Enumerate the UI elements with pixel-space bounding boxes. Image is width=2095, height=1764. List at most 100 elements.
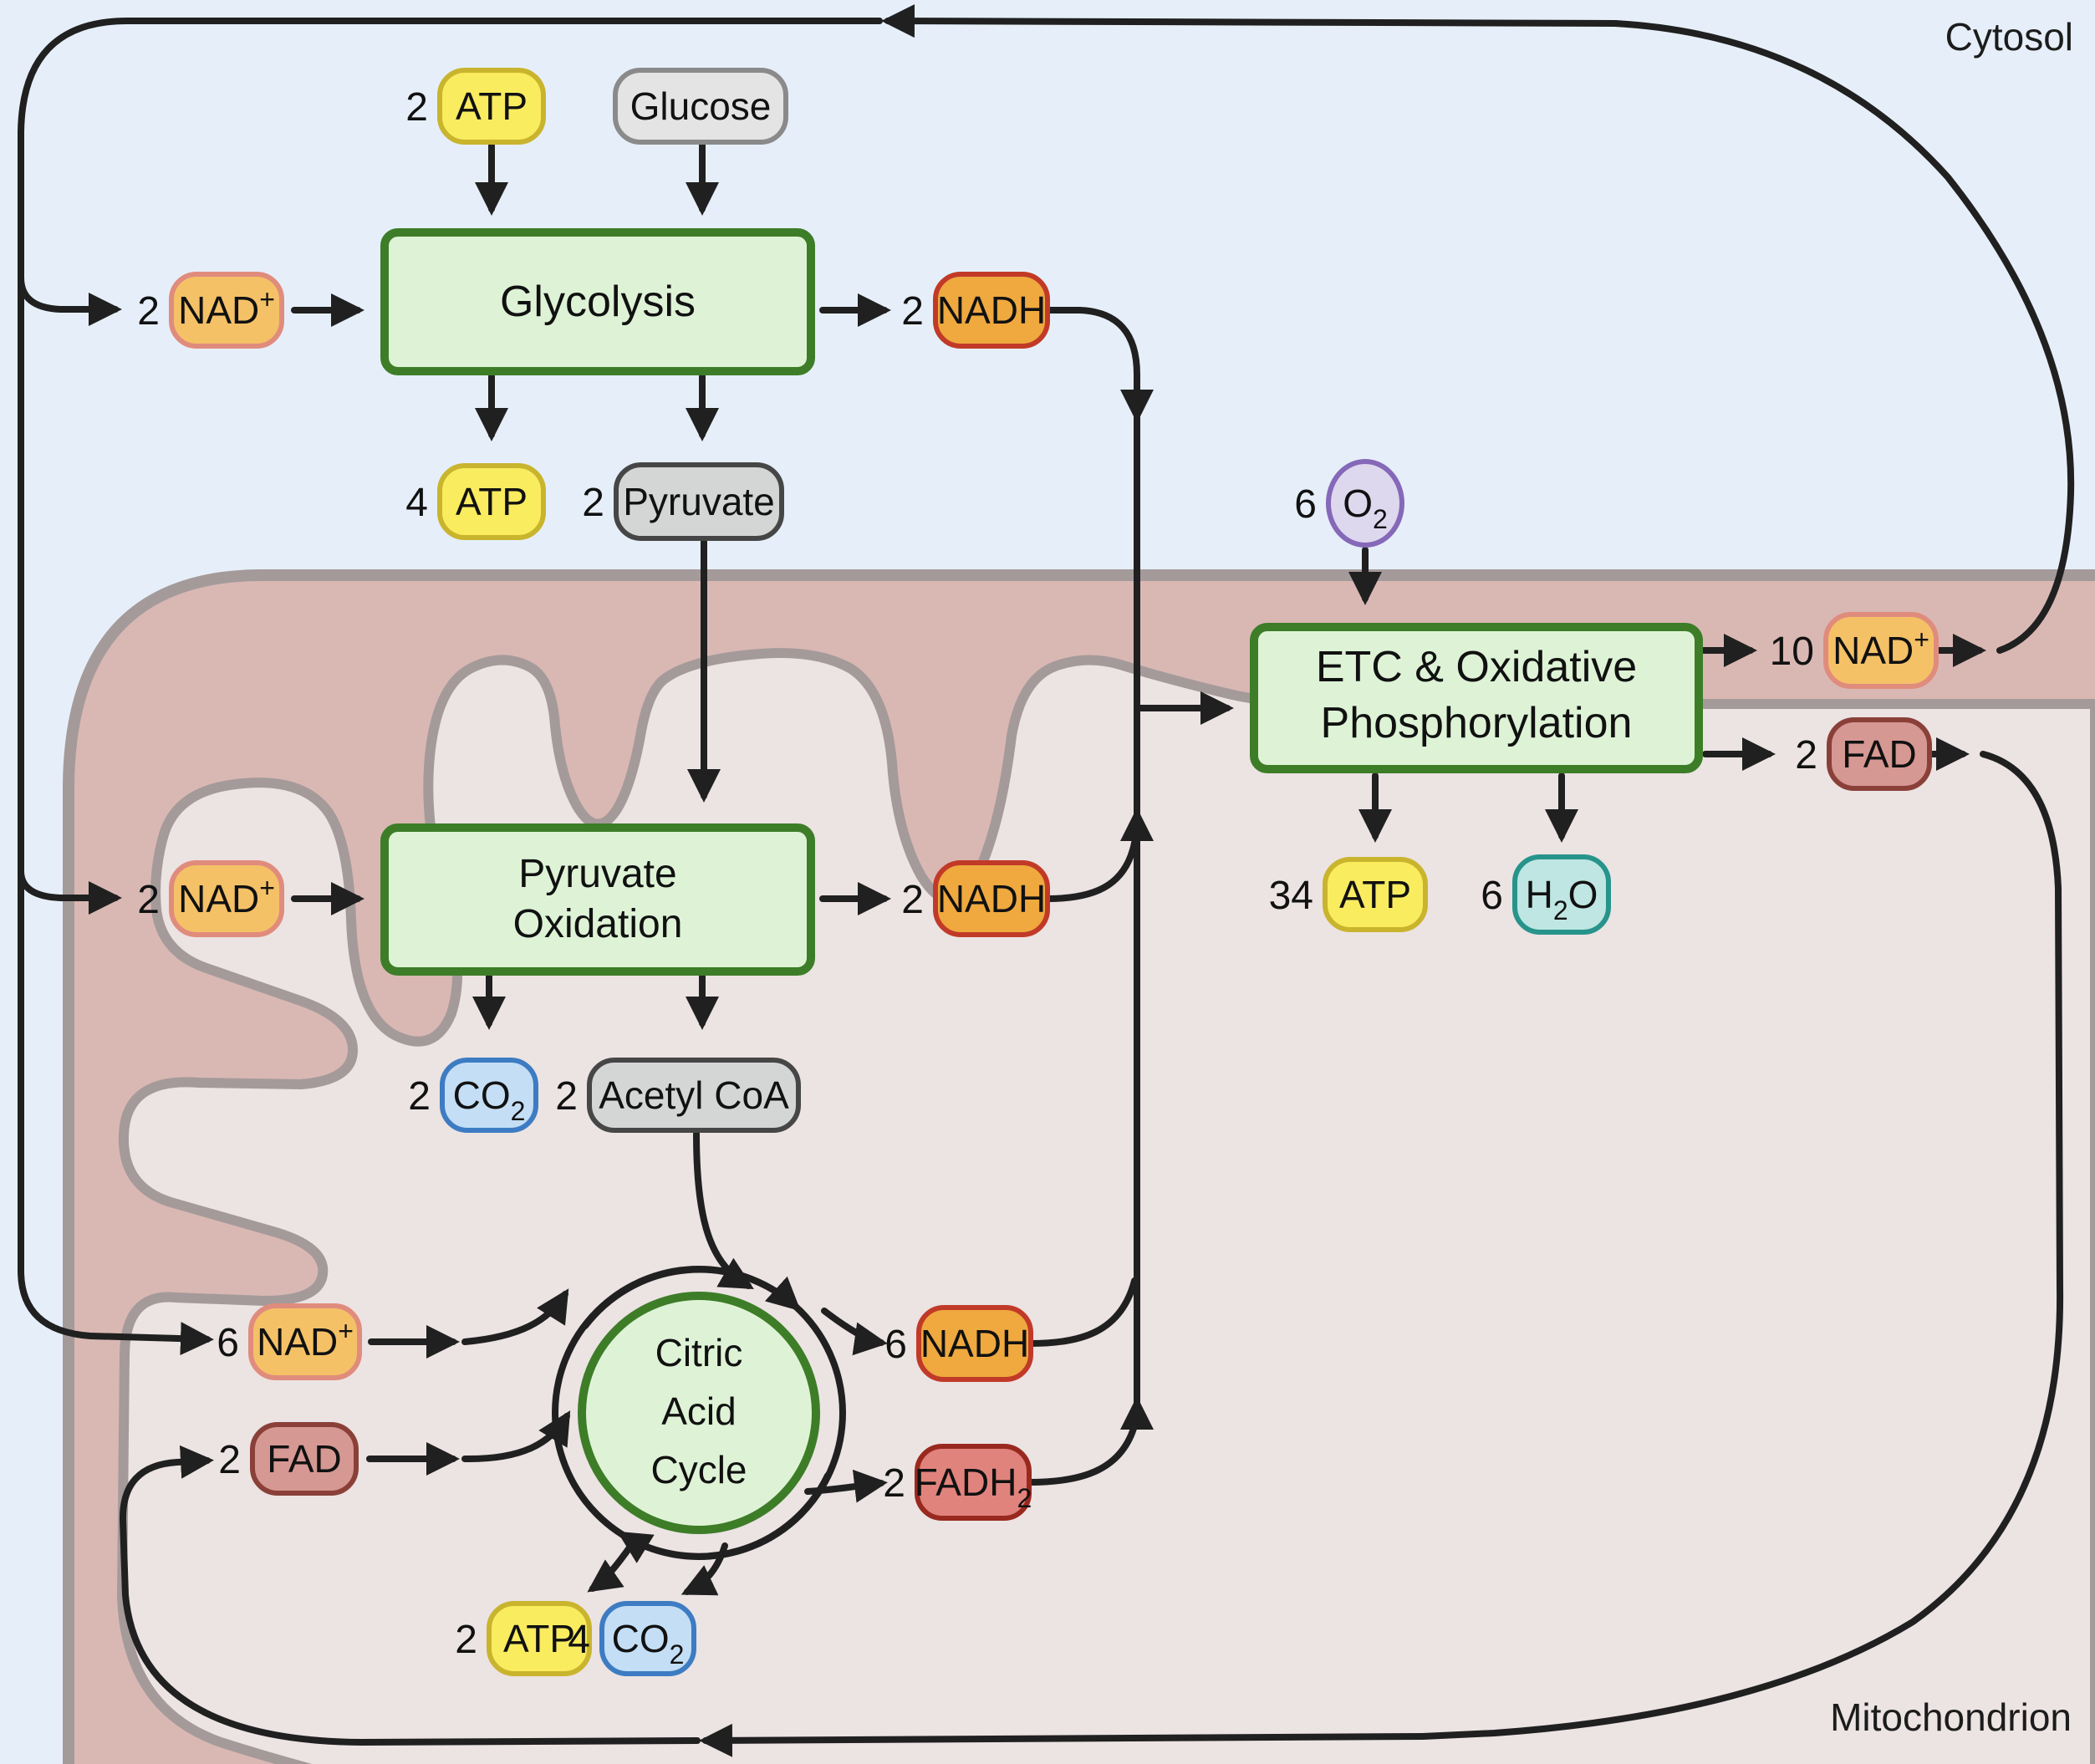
process-glycolysis: Glycolysis <box>380 228 815 375</box>
arrow-fad-to-cycle-merge <box>461 1410 571 1463</box>
molecule-nad-in-glycolysis: 2 NAD+ <box>137 272 284 349</box>
molecule-label: ATP <box>456 480 528 523</box>
citric-cycle-ring-arrow-top <box>582 1266 801 1329</box>
process-box <box>380 228 815 375</box>
molecule-count: 2 <box>901 289 924 334</box>
fad-return-loop-bottom-arrow <box>699 1723 1426 1757</box>
molecule-count: 6 <box>884 1323 907 1367</box>
molecule-label: Glucose <box>630 84 772 128</box>
molecule-count: 6 <box>1481 874 1503 918</box>
molecule-count: 2 <box>218 1438 241 1482</box>
molecule-count: 2 <box>555 1074 578 1119</box>
molecule-pill <box>169 860 284 937</box>
citric-cycle-ring-arrow-bottom <box>617 1472 831 1563</box>
molecule-pill <box>1326 459 1404 548</box>
molecule-glucose: Glucose <box>613 68 788 145</box>
molecule-pill <box>437 68 546 145</box>
process-title-line: Phosphorylation <box>1321 699 1633 747</box>
molecule-pill <box>437 463 546 540</box>
molecule-label: FADH2 <box>915 1461 1032 1513</box>
molecule-count: 2 <box>455 1618 477 1662</box>
molecule-pill <box>614 462 784 541</box>
molecule-acetyl-coa: 2 Acetyl CoA <box>555 1058 801 1133</box>
molecule-label: NAD+ <box>1832 625 1929 672</box>
molecule-pill <box>587 1058 801 1133</box>
molecule-label: NADH <box>937 877 1046 920</box>
molecule-nad-in-citric: 6 NAD+ <box>217 1303 362 1380</box>
molecule-label: NAD+ <box>257 1316 354 1364</box>
molecule-pill <box>916 1305 1033 1382</box>
molecule-count: 2 <box>901 878 924 922</box>
molecule-pill <box>1823 612 1939 689</box>
molecule-count: 2 <box>137 289 160 334</box>
cytosol-label: Cytosol <box>1945 15 2073 59</box>
molecule-count: 2 <box>582 481 604 525</box>
collector-from-pyruvate-nadh <box>1044 829 1139 902</box>
arrow-nad-to-cycle-merge <box>461 1288 569 1345</box>
molecule-pyruvate: 2 Pyruvate <box>582 462 784 541</box>
molecule-label: O2 <box>1343 482 1388 534</box>
molecule-pill <box>248 1303 362 1380</box>
molecule-pill <box>487 1601 592 1676</box>
molecule-label: Acetyl CoA <box>599 1073 789 1117</box>
molecule-count: 2 <box>1795 733 1817 777</box>
molecule-pill <box>1827 717 1932 791</box>
process-circle <box>578 1292 820 1534</box>
molecule-label: Pyruvate <box>623 480 775 523</box>
mitochondrion-outer-membrane-line <box>63 569 2095 1764</box>
molecule-count: 34 <box>1269 874 1313 918</box>
process-title-line: Oxidation <box>513 902 683 946</box>
molecule-pill <box>440 1058 538 1133</box>
process-title-line: Glycolysis <box>500 278 696 326</box>
molecule-pill <box>169 272 284 349</box>
process-title-line: ETC & Oxidative <box>1316 643 1637 691</box>
molecule-pill <box>915 1444 1032 1521</box>
mitochondrion-label: Mitochondrion <box>1830 1695 2072 1739</box>
molecule-label: NAD+ <box>178 873 275 920</box>
arrow-cycle-to-fadh2 <box>804 1469 888 1503</box>
molecule-nadh-out-pyruvate-oxidation: 2 NADH <box>901 860 1050 937</box>
molecule-label: ATP <box>456 84 528 128</box>
molecule-label: NAD+ <box>178 284 275 332</box>
nad-return-loop-right <box>1612 20 2075 654</box>
arrow-cycle-to-co2 <box>680 1542 728 1596</box>
nad-return-branch-citric <box>18 868 214 1356</box>
process-title-line: Cycle <box>650 1448 747 1491</box>
molecule-atp-out-citric: 2 ATP <box>455 1601 592 1676</box>
fad-return-loop-right <box>1420 751 2064 1740</box>
molecule-nadh-out-citric: 6 NADH <box>884 1305 1033 1382</box>
molecule-pill <box>250 1422 359 1496</box>
collector-from-fadh2 <box>1026 1420 1139 1486</box>
molecule-count: 4 <box>568 1618 590 1662</box>
molecule-atp-in-glycolysis: 2 ATP <box>405 68 546 145</box>
molecule-pill <box>1323 857 1428 932</box>
molecule-count: 2 <box>405 85 428 130</box>
arrow-cycle-to-nadh <box>821 1308 888 1356</box>
molecule-count: 2 <box>408 1074 431 1119</box>
process-box <box>380 823 815 976</box>
molecule-label: ATP <box>503 1617 575 1660</box>
molecule-pill <box>599 1601 696 1676</box>
molecule-fad-in-citric: 2 FAD <box>218 1422 359 1496</box>
molecule-label: FAD <box>267 1437 341 1481</box>
molecule-pill <box>933 860 1050 937</box>
molecule-count: 6 <box>1294 482 1317 527</box>
molecule-label: ATP <box>1339 873 1411 916</box>
process-title-line: Citric <box>655 1331 743 1374</box>
molecule-count: 2 <box>883 1461 905 1506</box>
molecule-label: NADH <box>920 1322 1029 1365</box>
molecule-o2-in-etc: 6 O2 <box>1294 459 1404 548</box>
molecule-pill <box>613 68 788 145</box>
nad-return-loop-top-arrow <box>881 4 1618 38</box>
molecule-count: 6 <box>217 1321 239 1365</box>
